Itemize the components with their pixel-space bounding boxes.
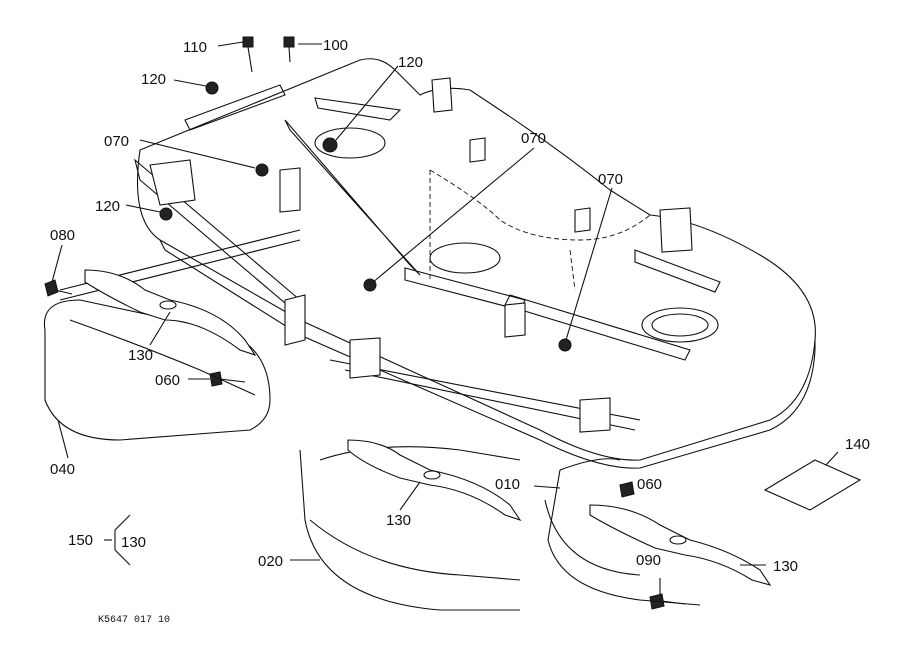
callout-120: 120 — [398, 54, 423, 71]
callout-110: 110 — [183, 39, 207, 56]
drawing-code: K5647 017 10 — [98, 615, 170, 626]
frame-rails — [59, 77, 693, 433]
callout-070: 070 — [104, 133, 129, 150]
hardware — [44, 36, 686, 610]
callout-100: 100 — [323, 37, 348, 54]
callout-130: 130 — [128, 347, 153, 364]
callout-130: 130 — [121, 534, 146, 551]
leader-lines — [51, 41, 839, 595]
blade-130-right — [589, 504, 772, 586]
callout-010: 010 — [495, 476, 520, 493]
callout-130: 130 — [386, 512, 411, 529]
callout-140: 140 — [845, 436, 870, 453]
callout-120: 120 — [141, 71, 166, 88]
blade-guard-040 — [43, 299, 271, 441]
label-plate-140 — [763, 459, 862, 511]
callout-080: 080 — [50, 227, 75, 244]
blade-130-center — [347, 439, 522, 522]
callout-150: 150 — [68, 532, 93, 549]
callout-070: 070 — [521, 130, 546, 147]
reference-bracket — [114, 514, 131, 566]
callout-090: 090 — [636, 552, 661, 569]
callout-130: 130 — [773, 558, 798, 575]
callout-060: 060 — [155, 372, 180, 389]
callout-070: 070 — [598, 171, 623, 188]
callout-040: 040 — [50, 461, 75, 478]
callout-060: 060 — [637, 476, 662, 493]
deck-housing — [136, 58, 816, 469]
blade-guard-010 — [544, 458, 701, 606]
blade-guard-020 — [299, 446, 521, 611]
callout-120: 120 — [95, 198, 120, 215]
callout-labels: 110 100 120 120 070 070 070 120 080 130 … — [50, 37, 870, 575]
callout-020: 020 — [258, 553, 283, 570]
